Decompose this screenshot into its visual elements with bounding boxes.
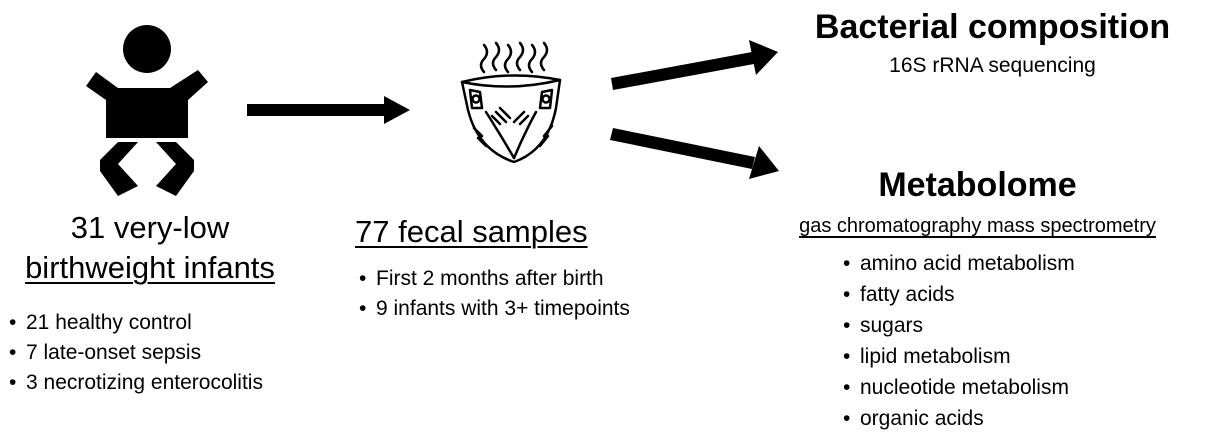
samples-bullet-list: First 2 months after birth 9 infants wit… [359,264,630,324]
arrow-up-right-icon [611,40,778,90]
metabolome-method: gas chromatography mass spectrometry [740,213,1215,239]
list-item: 7 late-onset sepsis [9,338,263,368]
list-item: nucleotide metabolism [843,372,1075,403]
samples-title: 77 fecal samples [355,212,588,252]
arrow-right-icon [247,96,410,124]
bacterial-title: Bacterial composition [760,6,1225,48]
metabolome-bullet-list: amino acid metabolism fatty acids sugars… [843,248,1075,434]
bacterial-method: 16S rRNA sequencing [760,53,1225,79]
infants-bullet-list: 21 healthy control 7 late-onset sepsis 3… [9,308,263,398]
list-item: fatty acids [843,279,1075,310]
baby-icon [86,25,208,196]
metabolome-title: Metabolome [740,164,1215,206]
list-item: 3 necrotizing enterocolitis [9,368,263,398]
list-item: sugars [843,310,1075,341]
list-item: First 2 months after birth [359,264,630,294]
list-item: organic acids [843,403,1075,434]
list-item: 21 healthy control [9,308,263,338]
infants-title-line1: 31 very-low [0,208,300,248]
infants-title-line2: birthweight infants [0,248,300,288]
list-item: lipid metabolism [843,341,1075,372]
list-item: amino acid metabolism [843,248,1075,279]
infants-title: 31 very-low birthweight infants [0,208,300,288]
dirty-diaper-icon [462,43,560,162]
list-item: 9 infants with 3+ timepoints [359,294,630,324]
